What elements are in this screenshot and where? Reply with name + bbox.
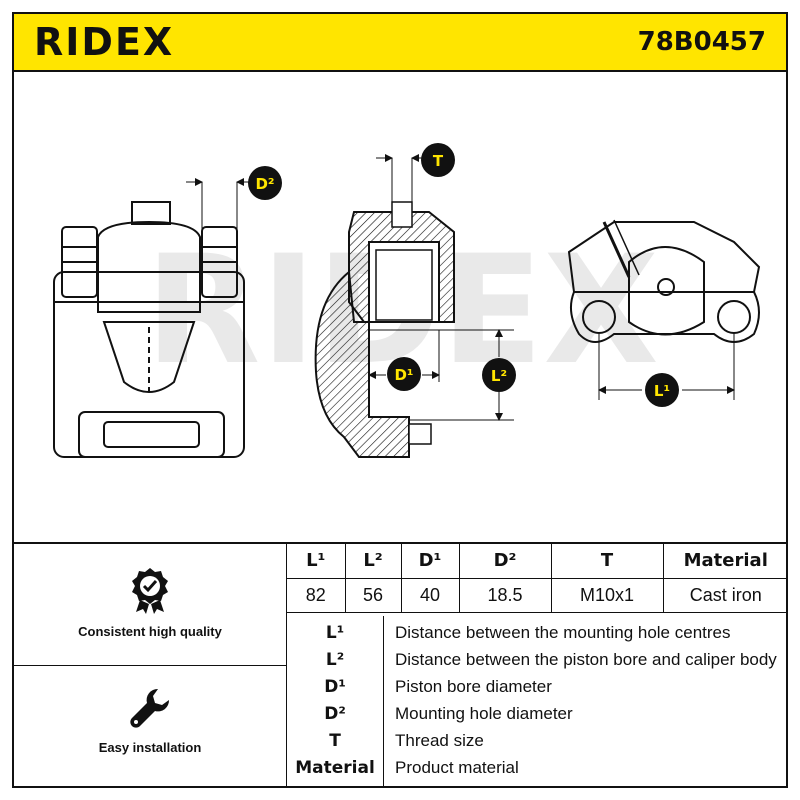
legend-row: L² Distance between the piston bore and … bbox=[287, 647, 788, 673]
dimension-l1: L¹ bbox=[598, 334, 735, 407]
spec-value-d2: 18.5 bbox=[458, 577, 552, 613]
legend-desc: Mounting hole diameter bbox=[395, 704, 573, 723]
brand-logo: RIDEX bbox=[34, 20, 175, 64]
spec-value-l1: 82 bbox=[287, 577, 346, 613]
quality-seal-icon bbox=[132, 568, 168, 614]
legend-desc: Product material bbox=[395, 758, 519, 777]
feature-quality: Consistent high quality bbox=[14, 544, 286, 666]
callout-l2-badge bbox=[482, 358, 516, 392]
spec-header-material: Material bbox=[662, 544, 788, 579]
spec-header-t: T bbox=[550, 544, 664, 579]
legend-key: D² bbox=[324, 704, 346, 724]
legend-key: D¹ bbox=[324, 677, 346, 697]
dimension-t: T bbox=[376, 143, 455, 202]
callout-t-label: T bbox=[433, 152, 444, 170]
dimension-d2: D² bbox=[186, 166, 282, 232]
spec-header-d1: D¹ bbox=[400, 544, 460, 579]
callout-l2-label: L² bbox=[491, 367, 507, 385]
callout-l1-label: L¹ bbox=[654, 382, 670, 400]
legend-key: L¹ bbox=[325, 623, 345, 643]
spec-header-row: L¹ L² D¹ D² T Material bbox=[287, 544, 788, 579]
technical-drawing: RIDEX D² bbox=[12, 72, 788, 542]
info-panel: Consistent high quality Easy installatio… bbox=[12, 542, 788, 788]
legend-desc: Thread size bbox=[395, 731, 484, 750]
legend-row: T Thread size bbox=[287, 728, 788, 754]
callout-l1-badge bbox=[645, 373, 679, 407]
legend-desc: Piston bore diameter bbox=[395, 677, 552, 696]
caliper-front-view bbox=[53, 201, 245, 458]
dimension-l2: L² bbox=[409, 329, 516, 421]
spec-value-material: Cast iron bbox=[662, 577, 788, 613]
legend-desc: Distance between the piston bore and cal… bbox=[395, 650, 777, 669]
feature-installation: Easy installation bbox=[14, 666, 286, 788]
dimension-d1: D¹ bbox=[368, 330, 440, 391]
spec-table: L¹ L² D¹ D² T Material 82 56 40 18.5 M10… bbox=[287, 544, 788, 613]
feature-installation-label: Easy installation bbox=[98, 740, 202, 755]
legend-row: Material Product material bbox=[287, 755, 788, 781]
spec-value-row: 82 56 40 18.5 M10x1 Cast iron bbox=[287, 577, 788, 613]
spec-header-d2: D² bbox=[458, 544, 552, 579]
legend-key: T bbox=[329, 731, 341, 751]
caliper-drawing-svg: RIDEX D² bbox=[53, 143, 761, 458]
legend-key: L² bbox=[325, 650, 345, 670]
callout-d1-label: D¹ bbox=[394, 366, 413, 384]
panel-divider bbox=[286, 544, 287, 788]
part-number: 78B0457 bbox=[637, 27, 766, 57]
wrench-icon bbox=[130, 688, 170, 728]
spec-value-d1: 40 bbox=[400, 577, 460, 613]
caliper-rear-view bbox=[567, 219, 761, 343]
legend-row: D¹ Piston bore diameter bbox=[287, 674, 788, 700]
legend-desc: Distance between the mounting hole centr… bbox=[395, 623, 731, 642]
spec-header-l2: L² bbox=[344, 544, 402, 579]
spec-value-t: M10x1 bbox=[550, 577, 664, 613]
brand-header: RIDEX 78B0457 bbox=[12, 12, 788, 72]
legend-divider bbox=[383, 616, 384, 788]
legend-key: Material bbox=[295, 758, 375, 778]
dimension-legend: L¹ Distance between the mounting hole ce… bbox=[287, 616, 788, 788]
feature-quality-label: Consistent high quality bbox=[78, 624, 222, 639]
legend-row: L¹ Distance between the mounting hole ce… bbox=[287, 620, 788, 646]
spec-header-l1: L¹ bbox=[287, 544, 346, 579]
callout-t-badge bbox=[421, 143, 455, 177]
callout-d1-badge bbox=[387, 357, 421, 391]
callout-d2-label: D² bbox=[255, 175, 274, 193]
spec-value-l2: 56 bbox=[344, 577, 402, 613]
caliper-section-view bbox=[314, 201, 455, 458]
legend-row: D² Mounting hole diameter bbox=[287, 701, 788, 727]
callout-d2-badge bbox=[248, 166, 282, 200]
